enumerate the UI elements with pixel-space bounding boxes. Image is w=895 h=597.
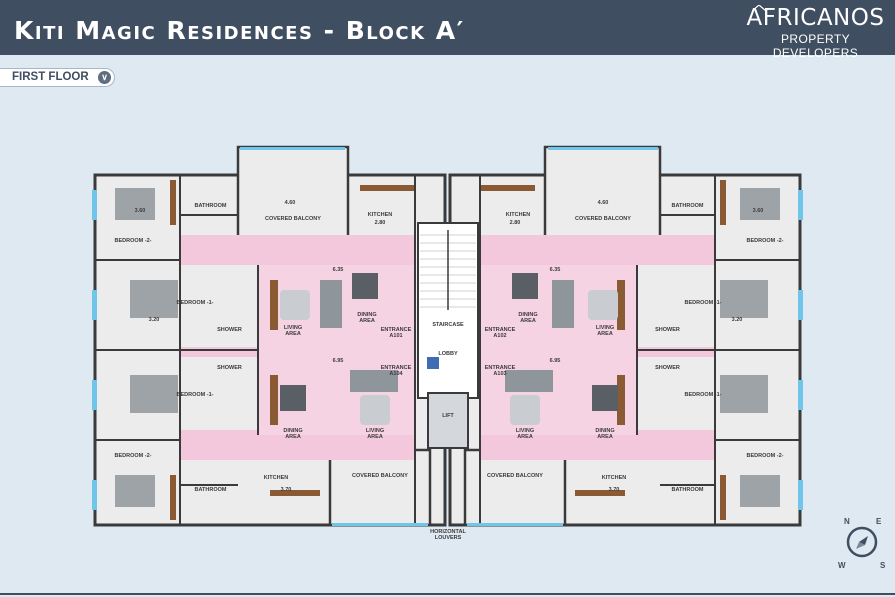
floor-selector[interactable]: FIRST FLOOR ∨ [0, 68, 115, 87]
partitions [95, 175, 800, 525]
label-living-area: LIVING AREA [365, 428, 385, 440]
label-kitchen: KITCHEN [505, 212, 531, 218]
dim-bedroom-2: 3.60 [752, 208, 764, 214]
footer-divider [0, 593, 895, 595]
lift-shaft [427, 392, 469, 449]
compass-s: S [880, 561, 886, 570]
label-entrance-a102: ENTRANCE A102 [484, 327, 516, 339]
floor-plan-drawing [92, 145, 803, 527]
compass-icon: N E W S [838, 517, 886, 570]
dim-balcony-width: 4.60 [597, 200, 609, 206]
dim-living-width: 6.35 [549, 267, 561, 273]
label-dining-area: DINING AREA [595, 428, 615, 440]
dim-kitchen-width: 2.80 [374, 220, 386, 226]
label-bedroom-1: BEDROOM -1- [176, 300, 214, 306]
label-dining-area: DINING AREA [357, 312, 377, 324]
compass-w: W [838, 561, 846, 570]
label-bedroom-1: BEDROOM -1- [176, 392, 214, 398]
dim-bedroom-1: 3.20 [731, 317, 743, 323]
balcony-top-right [543, 145, 662, 239]
label-bedroom-1: BEDROOM -1- [684, 300, 722, 306]
page-title: Kiti Magic Residences - Block A′ [14, 16, 465, 45]
label-shower: SHOWER [655, 327, 680, 333]
label-living-area: LIVING AREA [283, 325, 303, 337]
label-bathroom: BATHROOM [671, 203, 704, 209]
dim-kitchen-width: 2.80 [509, 220, 521, 226]
label-bathroom: BATHROOM [194, 487, 227, 493]
living-furniture [280, 273, 618, 425]
label-bathroom: BATHROOM [671, 487, 704, 493]
dim-living-width-lower: 6.95 [549, 358, 561, 364]
label-dining-area: DINING AREA [518, 312, 538, 324]
label-living-area: LIVING AREA [515, 428, 535, 440]
label-living-area: LIVING AREA [595, 325, 615, 337]
label-bedroom-2: BEDROOM -2- [114, 238, 152, 244]
brand-logo: AFRICANOS PROPERTY DEVELOPERS [738, 4, 893, 60]
label-lobby: LOBBY [438, 351, 458, 357]
wardrobes [170, 180, 726, 520]
mid-corridor-left [180, 347, 258, 357]
header-bar: Kiti Magic Residences - Block A′ AFRICAN… [0, 0, 895, 60]
label-kitchen: KITCHEN [367, 212, 393, 218]
label-dining-area: DINING AREA [283, 428, 303, 440]
floor-selector-label: FIRST FLOOR [12, 71, 89, 83]
label-entrance-a104: ENTRANCE A104 [380, 365, 412, 377]
corridor-upper-right [480, 235, 715, 265]
label-staircase: STAIRCASE [432, 322, 464, 328]
dim-kitchen-lower: 3.70 [608, 487, 620, 493]
label-covered-balcony: COVERED BALCONY [352, 473, 408, 479]
dim-balcony-width: 4.60 [284, 200, 296, 206]
compass-e: E [876, 517, 882, 526]
roof-mark-icon [752, 5, 766, 11]
label-entrance-a101: ENTRANCE A101 [380, 327, 412, 339]
dim-bedroom-1: 3.20 [148, 317, 160, 323]
label-shower: SHOWER [217, 365, 242, 371]
beds [115, 188, 780, 507]
mid-corridor-right [637, 347, 715, 357]
label-bathroom: BATHROOM [194, 203, 227, 209]
label-shower: SHOWER [655, 365, 680, 371]
label-covered-balcony: COVERED BALCONY [487, 473, 543, 479]
label-bedroom-2: BEDROOM -2- [746, 238, 784, 244]
brand-name: AFRICANOS [746, 5, 885, 31]
label-covered-balcony: COVERED BALCONY [575, 216, 631, 222]
dim-kitchen-lower: 3.70 [280, 487, 292, 493]
chevron-down-icon: ∨ [98, 71, 111, 84]
windows [92, 147, 803, 526]
balcony-bottom-left [328, 448, 432, 527]
label-bedroom-2: BEDROOM -2- [114, 453, 152, 459]
dim-living-width-lower: 6.95 [332, 358, 344, 364]
corridor-upper-left [180, 235, 415, 265]
brand-subtitle: PROPERTY DEVELOPERS [772, 32, 859, 60]
compass-n: N [844, 517, 850, 526]
label-lift: LIFT [442, 413, 454, 419]
label-kitchen: KITCHEN [601, 475, 627, 481]
balcony-top-left [236, 145, 350, 239]
label-entrance-a103: ENTRANCE A103 [484, 365, 516, 377]
label-horizontal-louvers: HORIZONTAL LOUVERS [430, 529, 466, 541]
label-shower: SHOWER [217, 327, 242, 333]
label-bedroom-1: BEDROOM -1- [684, 392, 722, 398]
label-bedroom-2: BEDROOM -2- [746, 453, 784, 459]
floor-plan: COVERED BALCONY COVERED BALCONY COVERED … [0, 95, 895, 541]
label-kitchen: KITCHEN [263, 475, 289, 481]
accessible-icon-bg [427, 357, 439, 369]
dim-bedroom-2: 3.60 [134, 208, 146, 214]
label-covered-balcony: COVERED BALCONY [265, 216, 321, 222]
dim-living-width: 6.35 [332, 267, 344, 273]
